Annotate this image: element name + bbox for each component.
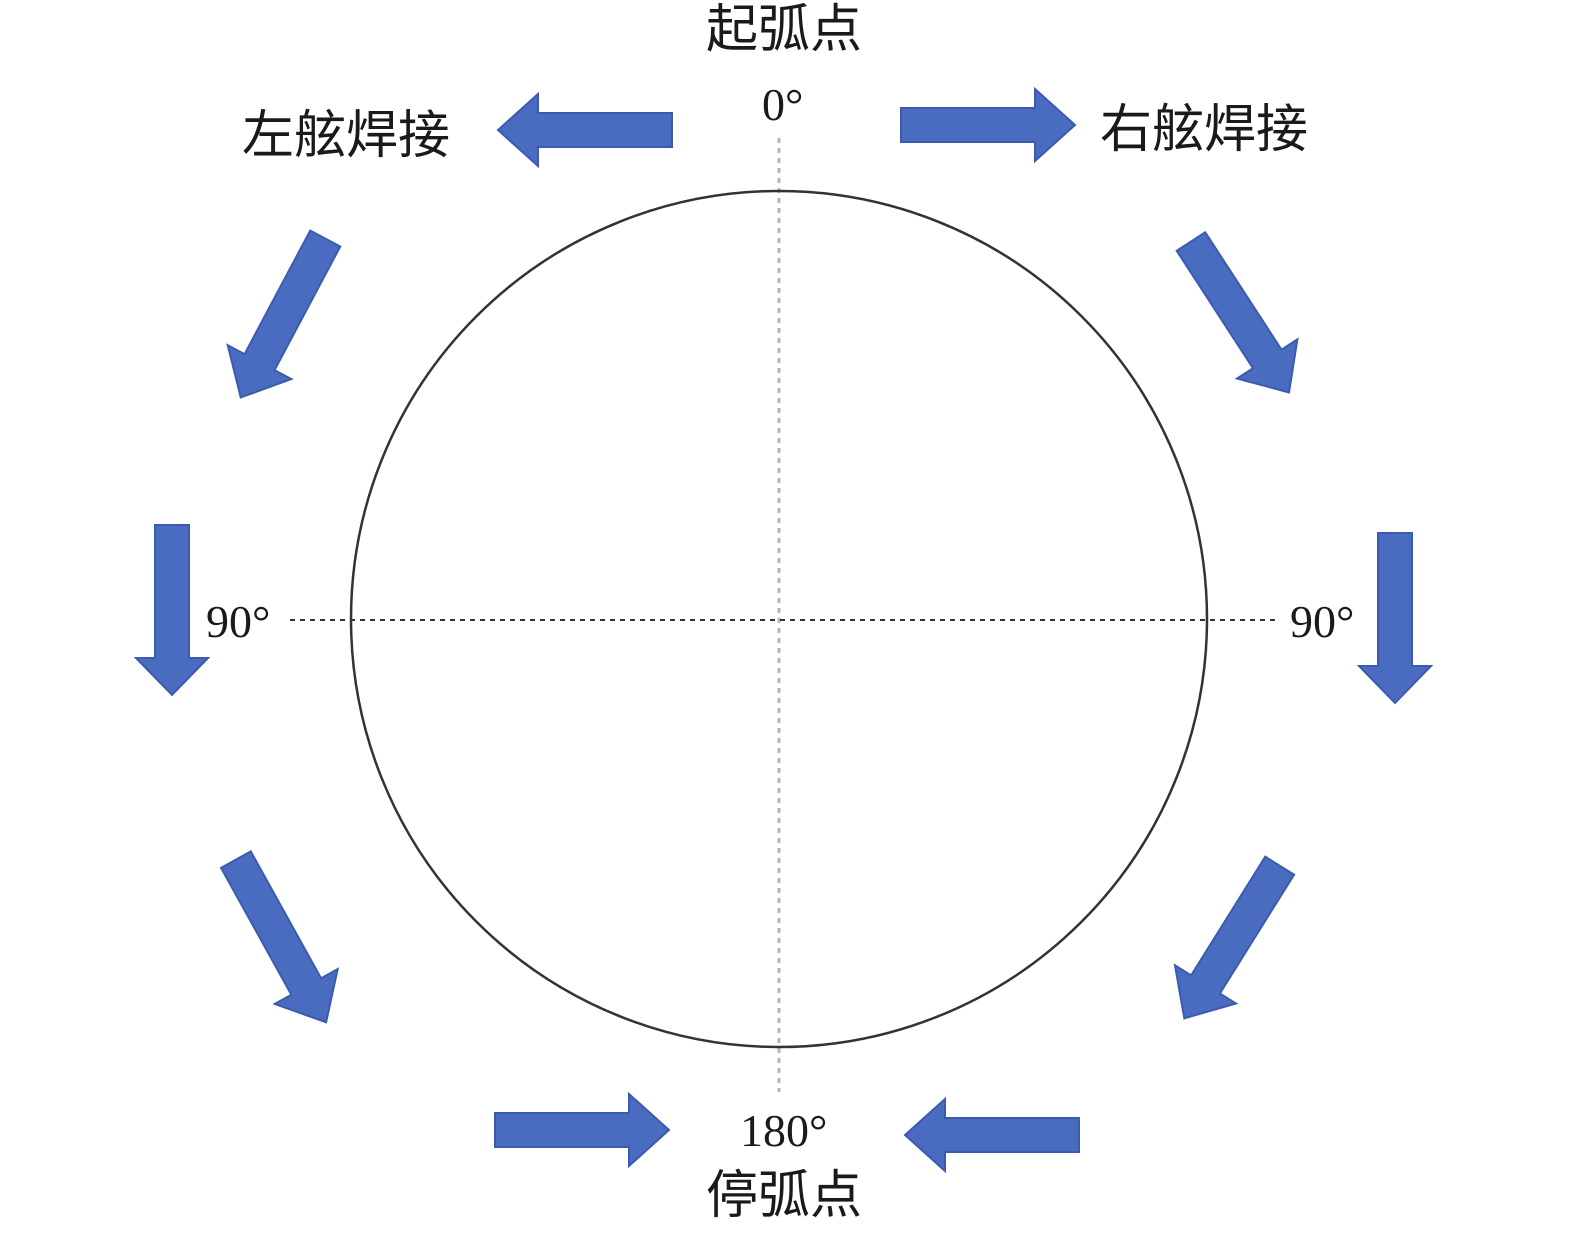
arrow-right-down xyxy=(1356,532,1434,705)
arrow-top-right xyxy=(900,86,1077,164)
angle-right-label: 90° xyxy=(1290,596,1355,647)
arrow-lower-left xyxy=(219,850,340,1024)
angle-left-label: 90° xyxy=(206,596,271,647)
arrow-upper-right xyxy=(1175,230,1299,394)
arrow-lower-right xyxy=(1173,855,1296,1020)
arrow-bottom-right xyxy=(903,1096,1080,1174)
port-weld-label: 左舷焊接 xyxy=(242,106,451,166)
pipe-circle xyxy=(349,189,1209,1049)
starboard-weld-label: 右舷焊接 xyxy=(1100,100,1309,160)
arrow-left-down xyxy=(133,524,211,697)
arc-start-label: 起弧点 xyxy=(706,0,863,60)
angle-bottom-label: 180° xyxy=(740,1105,828,1156)
arrow-upper-left xyxy=(226,229,342,399)
arrow-bottom-left xyxy=(494,1091,671,1169)
arrow-top-left xyxy=(496,91,673,169)
arc-stop-label: 停弧点 xyxy=(706,1166,863,1226)
angle-top-label: 0° xyxy=(762,79,804,130)
